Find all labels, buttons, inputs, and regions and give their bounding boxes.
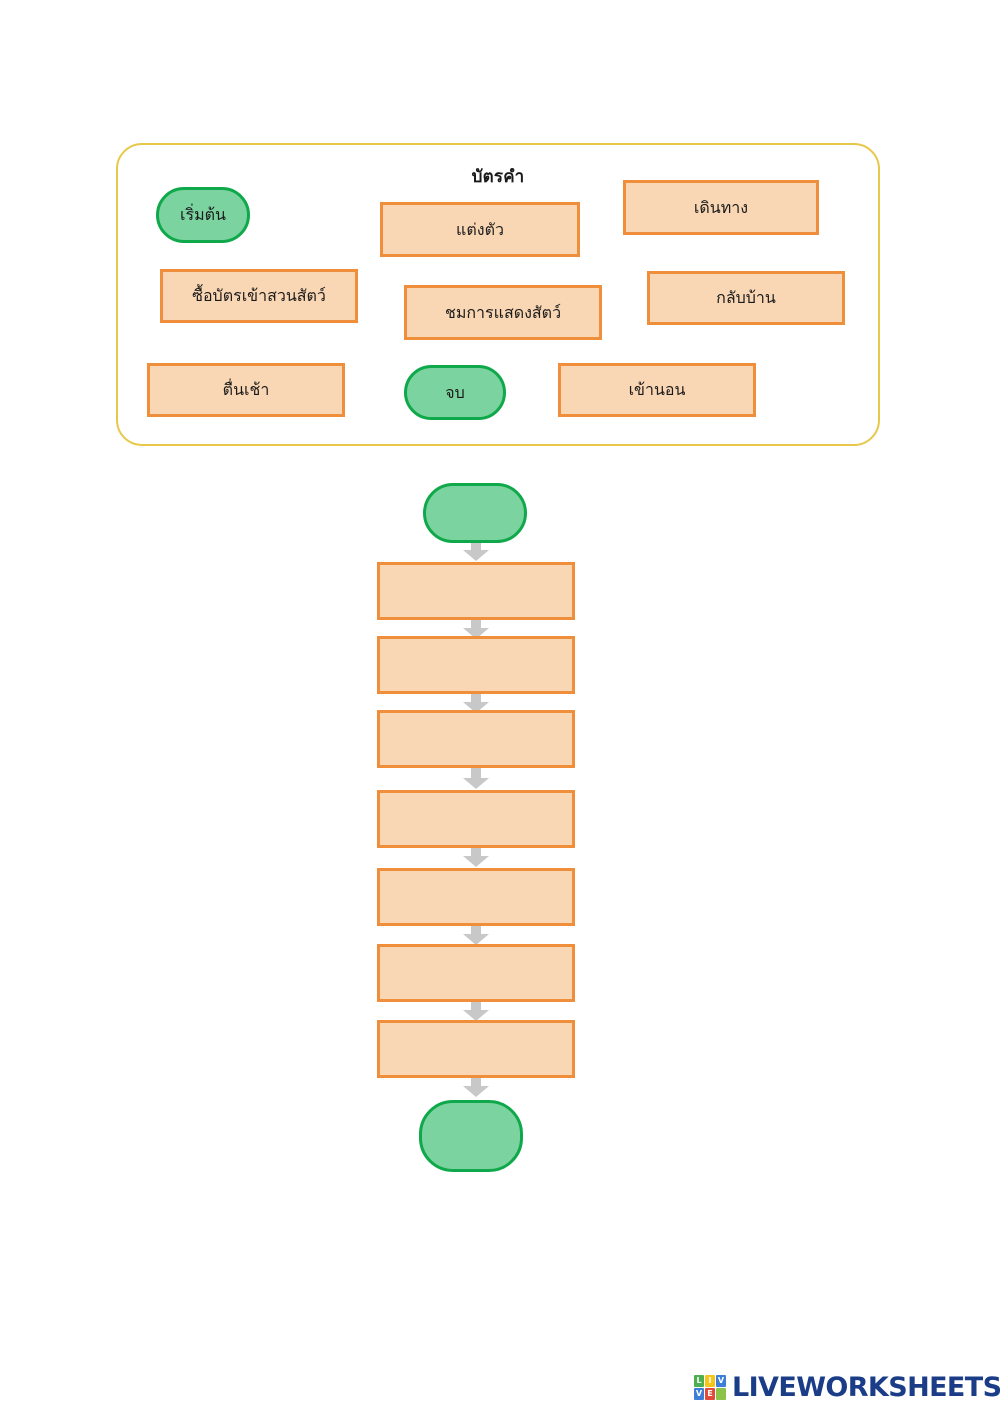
flowchart-step-slot[interactable] [377, 562, 575, 620]
word-card[interactable]: เข้านอน [558, 363, 756, 417]
flowchart-step-slot[interactable] [377, 790, 575, 848]
arrow-head [463, 778, 489, 789]
flowchart-step-slot[interactable] [377, 1020, 575, 1078]
logo-tile: V [694, 1388, 704, 1400]
word-card[interactable]: ตื่นเช้า [147, 363, 345, 417]
logo-tile: I [705, 1375, 715, 1387]
arrow-down-icon [463, 766, 489, 789]
word-bank-title: บัตรคำ [471, 167, 525, 187]
arrow-head [463, 550, 489, 561]
arrow-stem [471, 766, 481, 780]
logo-tile: E [705, 1388, 715, 1400]
logo-tile [716, 1388, 726, 1400]
logo-tile: V [716, 1375, 726, 1387]
word-card[interactable]: เดินทาง [623, 180, 819, 235]
word-card[interactable]: เริ่มต้น [156, 187, 250, 243]
flowchart-step-slot[interactable] [377, 636, 575, 694]
word-card[interactable]: กลับบ้าน [647, 271, 845, 325]
logo-tile: L [694, 1375, 704, 1387]
flowchart-terminator-slot[interactable] [423, 483, 527, 543]
word-card[interactable]: ซื้อบัตรเข้าสวนสัตว์ [160, 269, 358, 323]
arrow-head [463, 856, 489, 867]
flowchart-step-slot[interactable] [377, 710, 575, 768]
word-card[interactable]: จบ [404, 365, 506, 420]
arrow-head [463, 1086, 489, 1097]
flowchart-step-slot[interactable] [377, 868, 575, 926]
word-bank-panel: บัตรคำ เริ่มต้น แต่งตัว เดินทางซื้อบัตรเข้… [116, 143, 880, 446]
logo-wordmark: LIVEWORKSHEETS [732, 1372, 1000, 1403]
flowchart-step-slot[interactable] [377, 944, 575, 1002]
flowchart-terminator-slot[interactable] [419, 1100, 523, 1172]
word-card[interactable]: แต่งตัว [380, 202, 580, 257]
word-card[interactable]: ชมการแสดงสัตว์ [404, 285, 602, 340]
